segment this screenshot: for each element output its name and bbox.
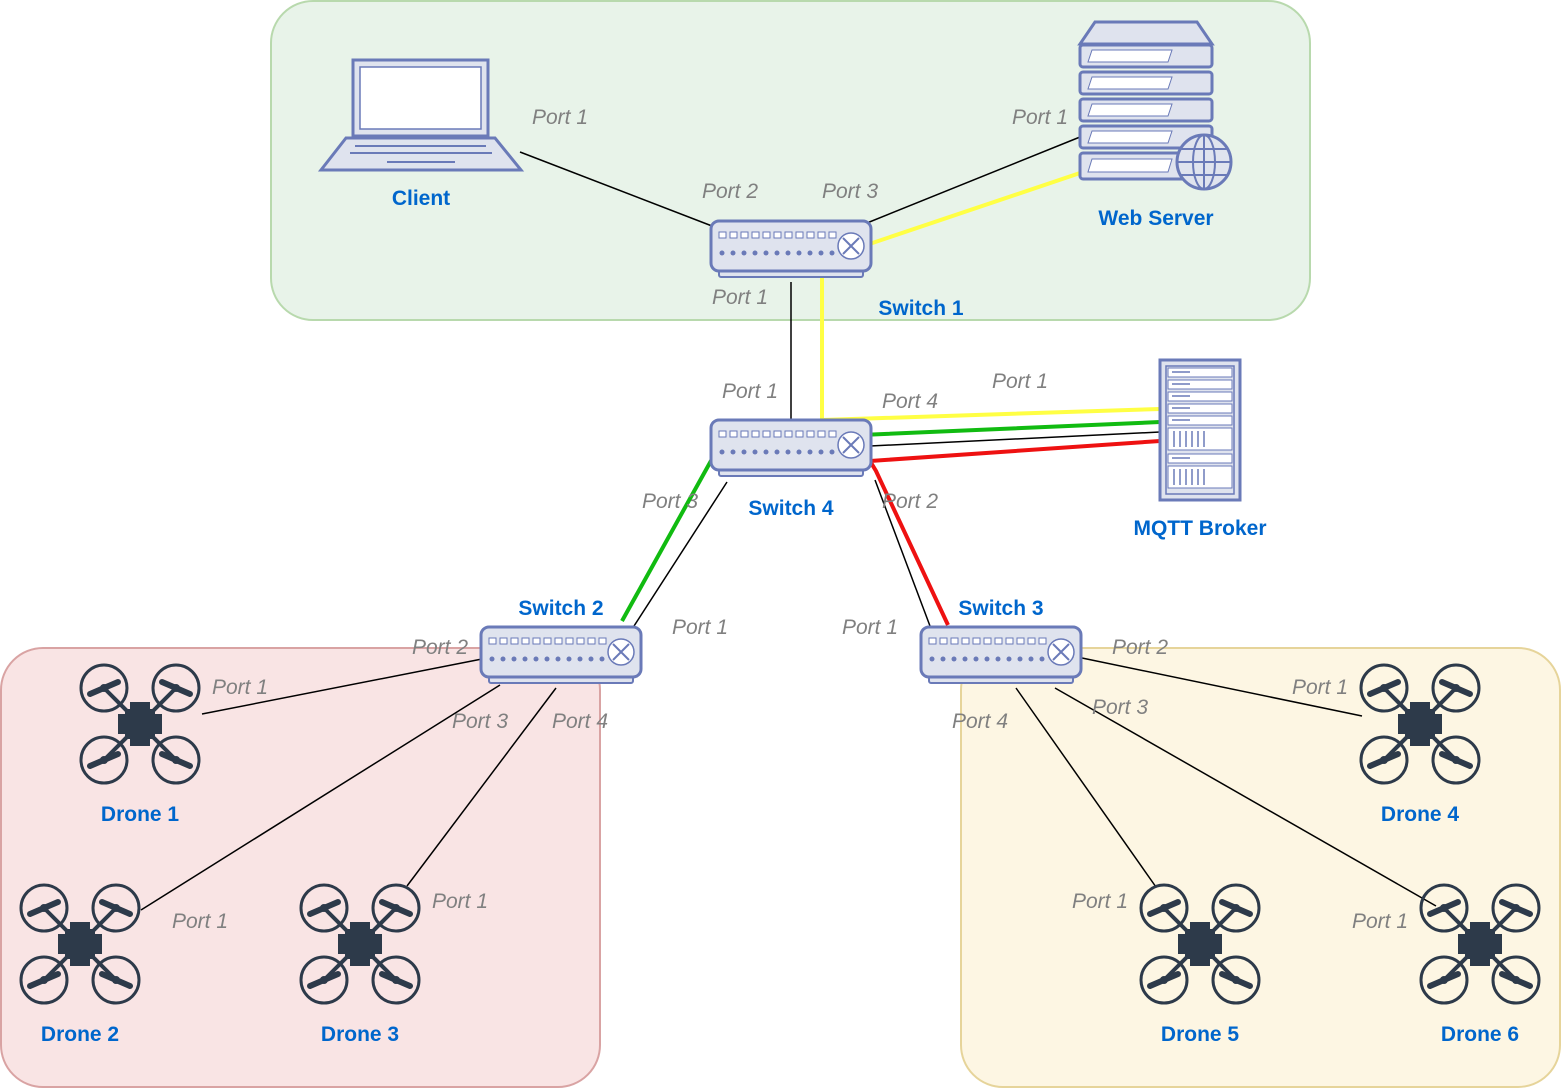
link-switch3-drone4 (1081, 657, 1363, 717)
drone4-port1-label: Port 1 (1292, 676, 1348, 699)
switch4-label: Switch 4 (748, 497, 834, 520)
web-server-icon[interactable] (1077, 20, 1233, 191)
zone-drone-group-right (960, 647, 1561, 1088)
switch2-port3-label: Port 3 (452, 710, 508, 733)
switch4-port2-label: Port 2 (882, 490, 938, 513)
drone4-label: Drone 4 (1381, 803, 1460, 826)
switch3-label: Switch 3 (958, 597, 1043, 620)
link-switch1-webserver (861, 136, 1081, 226)
switch1-port1-label: Port 1 (712, 286, 768, 309)
switch2-port2-label: Port 2 (412, 636, 468, 659)
link-switch4-switch3 (874, 479, 931, 627)
switch3-port4-label: Port 4 (952, 710, 1008, 733)
switch2-port4-label: Port 4 (552, 710, 608, 733)
switch3-icon[interactable] (919, 625, 1083, 685)
switch2-port1-label: Port 1 (672, 616, 728, 639)
zone-drone-group-left (0, 647, 601, 1088)
laptop-icon[interactable] (317, 58, 525, 172)
switch4-port1-label: Port 1 (722, 380, 778, 403)
path-red (866, 439, 1161, 626)
path-yellow (820, 171, 1161, 423)
link-switch2-drone2 (140, 684, 501, 911)
drone3-port1-label: Port 1 (432, 890, 488, 913)
client-port1-label: Port 1 (532, 106, 588, 129)
switch3-port1-label: Port 1 (842, 616, 898, 639)
drone6-port1-label: Port 1 (1352, 910, 1408, 933)
server-rack-icon[interactable] (1158, 358, 1242, 502)
drone1-label: Drone 1 (101, 803, 180, 826)
switch4-icon[interactable] (709, 418, 873, 478)
drone2-label: Drone 2 (41, 1023, 119, 1046)
network-links (140, 136, 1437, 911)
switch1-label: Switch 1 (878, 297, 964, 320)
mqtt-broker-label: MQTT Broker (1133, 517, 1266, 540)
switch2-icon[interactable] (479, 625, 643, 685)
mqtt-port1-label: Port 1 (992, 370, 1048, 393)
link-switch4-mqtt (869, 431, 1161, 447)
link-switch2-drone1 (201, 658, 483, 715)
link-client-switch1 (519, 151, 713, 227)
drone6-label: Drone 6 (1441, 1023, 1519, 1046)
switch3-port2-label: Port 2 (1112, 636, 1168, 659)
web-server-label: Web Server (1098, 207, 1213, 230)
link-switch4-switch2 (633, 481, 728, 627)
switch1-icon[interactable] (709, 219, 873, 279)
drone2-port1-label: Port 1 (172, 910, 228, 933)
switch4-port3-label: Port 3 (642, 490, 698, 513)
webserver-port1-label: Port 1 (1012, 106, 1068, 129)
link-switch3-drone5 (1015, 687, 1157, 888)
drone1-port1-label: Port 1 (212, 676, 268, 699)
switch3-port3-label: Port 3 (1092, 696, 1148, 719)
client-label: Client (392, 187, 450, 210)
switch4-port4-label: Port 4 (882, 390, 938, 413)
switch1-port3-label: Port 3 (822, 180, 878, 203)
link-switch3-drone6 (1054, 687, 1437, 907)
drone5-label: Drone 5 (1161, 1023, 1240, 1046)
drone5-port1-label: Port 1 (1072, 890, 1128, 913)
link-switch2-drone3 (406, 687, 557, 887)
switch2-label: Switch 2 (518, 597, 603, 620)
switch1-port2-label: Port 2 (702, 180, 758, 203)
drone3-label: Drone 3 (321, 1023, 399, 1046)
